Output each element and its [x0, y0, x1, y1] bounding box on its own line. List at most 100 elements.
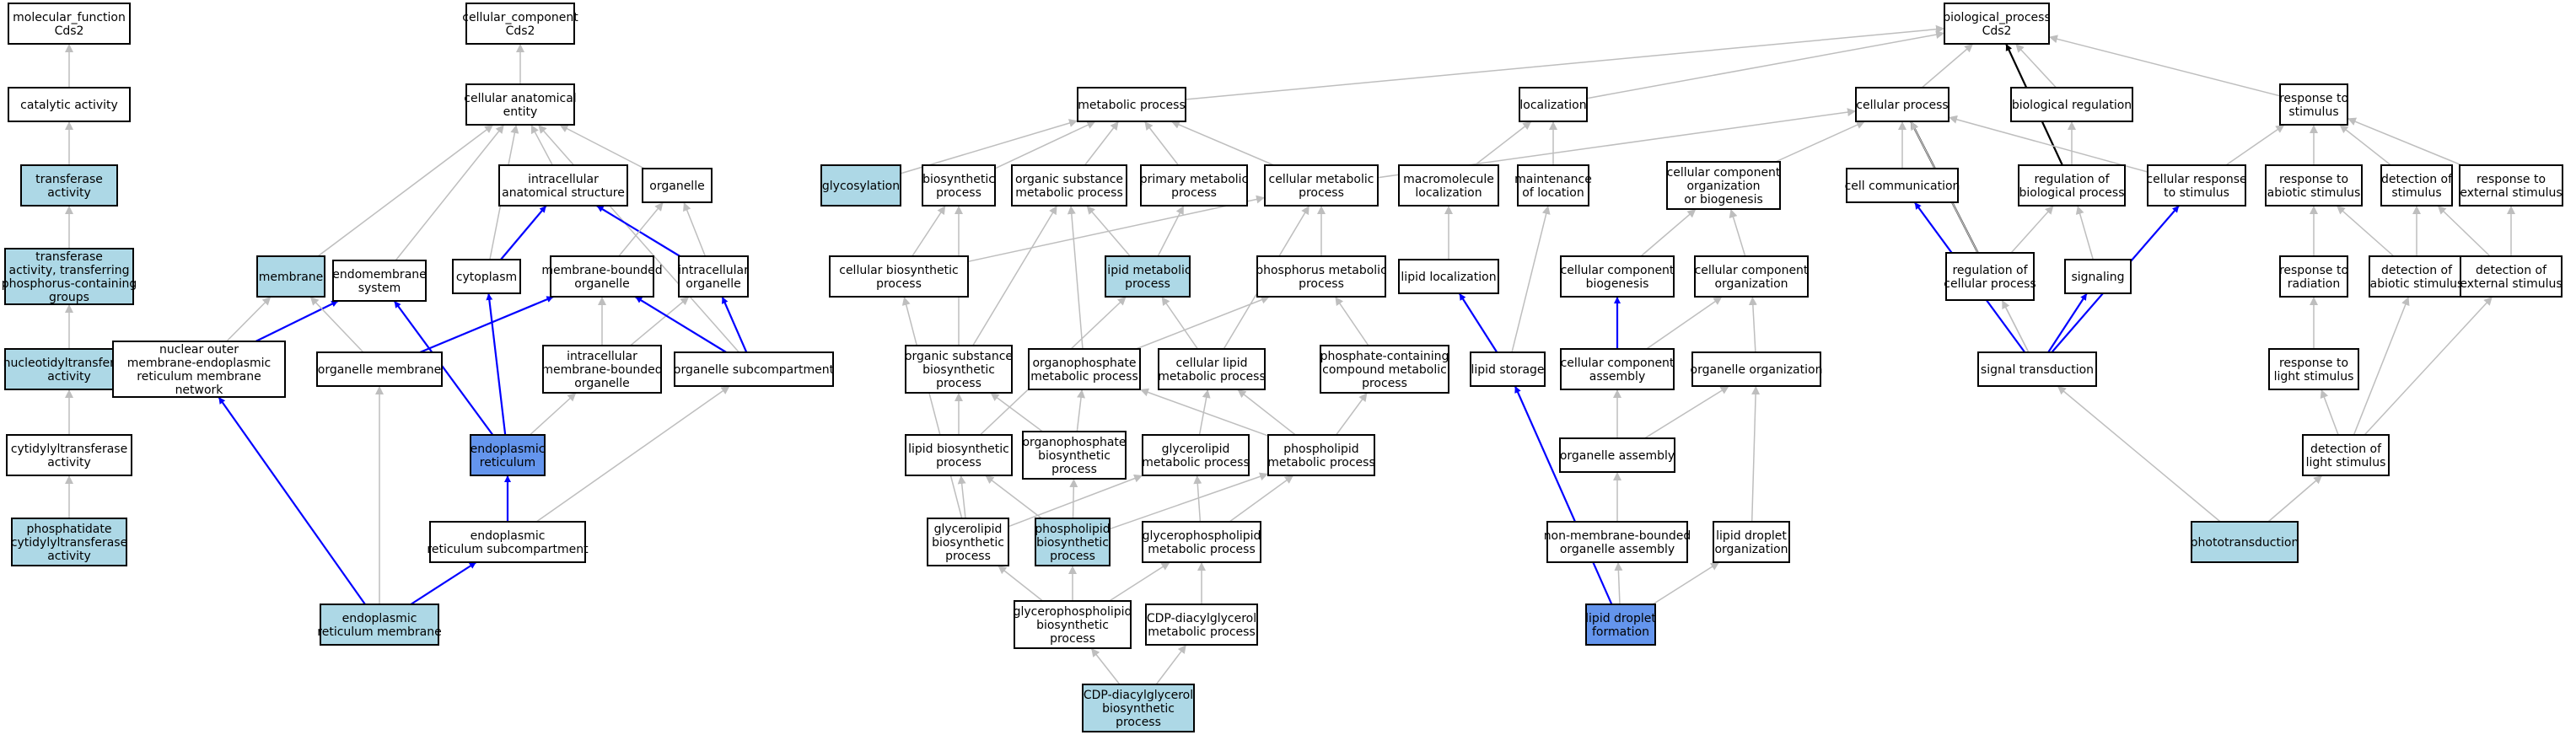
edge-er_sub-to-org_sub — [535, 385, 730, 523]
edge-er-to-imbo — [529, 392, 577, 436]
go-term-node[interactable]: phototransduction — [2191, 521, 2299, 563]
edge-org_sub-to-io — [721, 296, 748, 353]
node-label-line: process — [936, 456, 981, 469]
edge-nuclear_outer-to-membrane — [226, 296, 272, 342]
node-box — [1519, 87, 1588, 122]
go-term-node[interactable]: lipid storage — [1470, 351, 1546, 387]
node-box — [1145, 604, 1258, 646]
node-label-line: intracellular — [528, 173, 599, 186]
go-term-node[interactable]: membrane — [256, 255, 325, 298]
go-term-node[interactable]: lipid localization — [1398, 259, 1499, 294]
edge-cc_org-to-ccob — [1729, 208, 1746, 257]
go-term-node[interactable]: organelle subcompartment — [674, 351, 835, 387]
node-label-line: reticulum — [480, 456, 535, 469]
go-term-node[interactable]: organelle assembly — [1559, 437, 1675, 473]
go-term-node[interactable]: signaling — [2064, 259, 2132, 294]
edge-orgphos_met-to-phos_met — [1136, 295, 1270, 350]
go-term-node[interactable]: biological regulation — [2010, 87, 2133, 122]
edge-gpl_met-to-glycerolipid_met — [1193, 475, 1202, 523]
edge-cdpdag_bio-to-gpl_bio — [1090, 647, 1121, 685]
go-term-node[interactable]: metabolic process — [1077, 87, 1186, 122]
edge-phototrans-to-det_light — [2267, 475, 2323, 523]
edge-membrane-to-cae — [317, 124, 494, 257]
go-term-node[interactable]: nuclear outermembrane-endoplasmicreticul… — [112, 341, 286, 398]
node-box — [2369, 255, 2465, 298]
go-term-node[interactable]: cell communication — [1845, 168, 1960, 203]
edge-gpl_bio-to-gpl_met — [1109, 561, 1170, 602]
node-box — [1105, 255, 1191, 298]
node-box — [2191, 521, 2299, 563]
go-term-node[interactable]: catalytic activity — [8, 87, 131, 122]
go-term-node[interactable]: organelle membrane — [316, 351, 443, 387]
node-label-line: lipid droplet — [1585, 612, 1656, 625]
go-term-node[interactable]: glycosylation — [820, 164, 901, 207]
go-term-node[interactable]: localization — [1519, 87, 1588, 122]
go-term-node[interactable]: cytoplasm — [452, 259, 521, 294]
go-term-node[interactable]: signal transduction — [1977, 351, 2097, 387]
go-term-node[interactable]: cellular process — [1855, 87, 1949, 122]
node-box — [1142, 521, 1261, 563]
go-term-node[interactable]: organelle organization — [1691, 351, 1823, 387]
go-term-node[interactable]: phosphatidatecytidylyltransferaseactivit… — [11, 518, 127, 566]
go-term-node[interactable]: organelle — [642, 168, 713, 203]
